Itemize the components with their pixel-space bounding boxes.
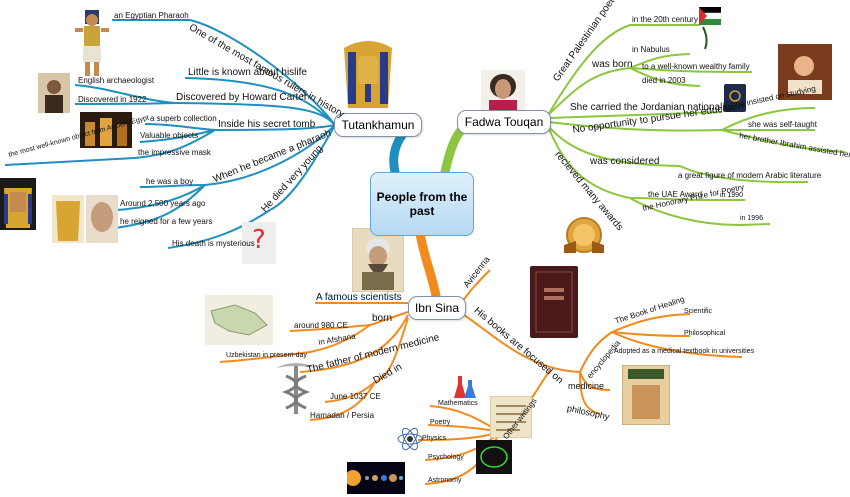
healing-book-image — [622, 365, 670, 425]
label-impressive-mask: the impressive mask — [138, 148, 211, 157]
label-wealthy-family: to a well-known wealthy family — [642, 62, 750, 71]
label-famous-scientist: A famous scientists — [316, 292, 402, 303]
label-great-figure: a great figure of modern Arabic literatu… — [678, 171, 822, 180]
central-topic[interactable]: People from the past — [370, 172, 474, 236]
label-discovered-1922: Discovered in 1922 — [78, 95, 147, 104]
label-medical-textbook: Adopted as a medical textbook in univers… — [614, 348, 755, 355]
label-howard-carter: Discovered by Howard Carter — [176, 92, 308, 103]
label-was-considered: was considered — [590, 156, 660, 167]
tutankhamun-mask-image — [344, 41, 392, 108]
node-tutankhamun[interactable]: Tutankhamun — [334, 113, 422, 137]
label-scientific: Scientific — [684, 308, 713, 315]
label-uzbekistan: Uzbekistan in present-day — [226, 352, 307, 359]
label-hamadan: Hamadan / Persia — [310, 411, 375, 420]
flasks-image — [454, 376, 476, 398]
tomb-treasure-image — [80, 112, 132, 148]
label-mathematics: Mathematics — [438, 400, 478, 407]
label-death-mysterious: His death is mysterious — [172, 239, 255, 248]
uzbekistan-map-image — [205, 295, 273, 345]
label-reigned-few-years: he reigned for a few years — [120, 217, 213, 226]
label-was-boy: he was a boy — [146, 177, 194, 186]
palestine-flag-image — [698, 7, 722, 49]
award-seal-image — [564, 217, 604, 253]
node-ibn-sina[interactable]: Ibn Sina — [408, 296, 466, 320]
label-poetry: Poetry — [430, 419, 451, 426]
label-physics: Physics — [422, 435, 447, 442]
fadwa-photo — [481, 70, 525, 110]
label-valuable-objects: Valuable objects — [140, 131, 199, 140]
label-little-known: Little is known about hislife — [188, 67, 307, 78]
label-self-taught: she was self-taught — [748, 120, 817, 129]
tut-branches — [4, 19, 336, 249]
caduceus-image — [276, 363, 316, 414]
label-born: born — [372, 313, 393, 324]
label-uae-award: the UAE Award — [648, 190, 703, 199]
fadwa-branches — [547, 24, 846, 226]
label-jordanian-nationality: She carried the Jordanian nationality — [570, 102, 733, 113]
label-astronomy: Astronomy — [428, 477, 462, 484]
label-june-1037: June 1037 CE — [330, 392, 381, 401]
label-english-archaeologist: English archaeologist — [78, 76, 155, 85]
tut-faces-image — [52, 195, 118, 243]
brain-image — [476, 440, 512, 474]
howard-carter-photo — [38, 73, 70, 113]
label-20th-century: in the 20th century — [632, 15, 698, 24]
label-philosophical: Philosophical — [684, 330, 726, 337]
svg-text:?: ? — [252, 225, 266, 255]
node-fadwa-touqan[interactable]: Fadwa Touqan — [457, 110, 551, 134]
book-image — [530, 266, 578, 338]
mystery-image: ? — [242, 222, 276, 264]
connector-ibnsina — [415, 229, 441, 301]
mask-image — [0, 178, 36, 230]
label-medicine: medicine — [568, 381, 605, 391]
atom-image — [397, 427, 423, 451]
label-was-born: was born — [592, 59, 633, 70]
manuscript-image — [490, 396, 532, 438]
passport-image — [724, 84, 746, 112]
label-secret-tomb: Inside his secret tomb — [218, 119, 316, 130]
label-980-ce: around 980 CE — [294, 321, 348, 330]
ibn-sina-portrait — [352, 228, 404, 292]
label-egyptian-pharaoh: an Egyptian Pharaoh — [114, 11, 189, 20]
label-in-1996: in 1996 — [740, 215, 763, 222]
label-psychology: Psychology — [428, 454, 464, 461]
studying-image — [778, 44, 832, 100]
pharaoh-image — [75, 10, 109, 76]
label-died-2003: died in 2003 — [642, 76, 686, 85]
label-2500-years: Around 2,500 years ago — [120, 199, 206, 208]
solar-system-image — [347, 462, 405, 494]
label-in-1990: in 1990 — [720, 192, 743, 199]
label-nabulus: in Nabulus — [632, 45, 670, 54]
label-superb-collection: a superb collection — [150, 114, 217, 123]
